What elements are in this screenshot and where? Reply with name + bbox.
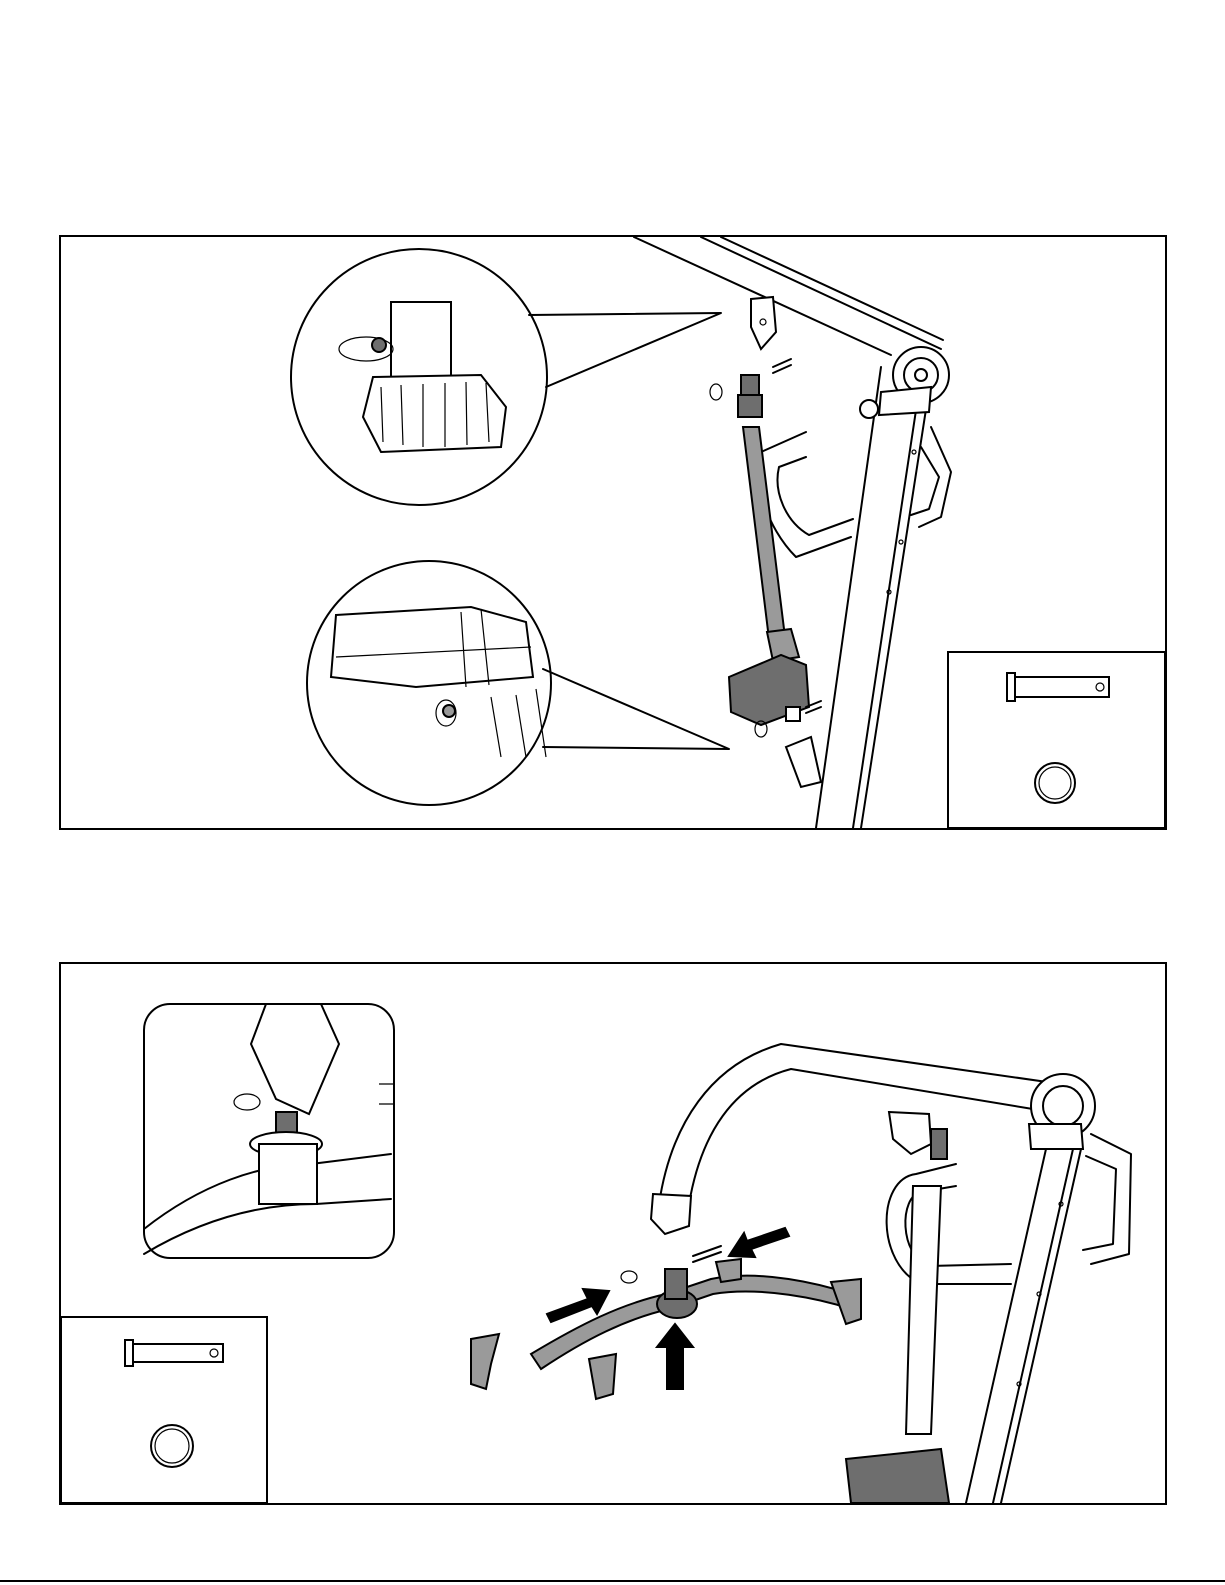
mast	[816, 347, 949, 828]
spreader-bar-assembly-drawing	[61, 964, 1165, 1503]
spreader-bar-detail-inset	[144, 1004, 394, 1258]
parts-box-2	[61, 1317, 267, 1503]
push-handle	[758, 427, 951, 557]
page-bottom-rule	[0, 1580, 1225, 1582]
actuator	[729, 375, 809, 725]
step-illustration-spreader-bar	[59, 962, 1167, 1505]
arrow-up	[657, 1324, 693, 1389]
callout-bottom	[307, 561, 729, 805]
callout-top	[291, 249, 721, 505]
actuator-assembly-drawing	[61, 237, 1165, 828]
step-illustration-actuator	[59, 235, 1167, 830]
parts-box-1	[948, 652, 1165, 828]
lift-frame	[651, 1044, 1095, 1503]
arrow-left	[729, 1228, 789, 1257]
boom-arm	[634, 237, 943, 355]
